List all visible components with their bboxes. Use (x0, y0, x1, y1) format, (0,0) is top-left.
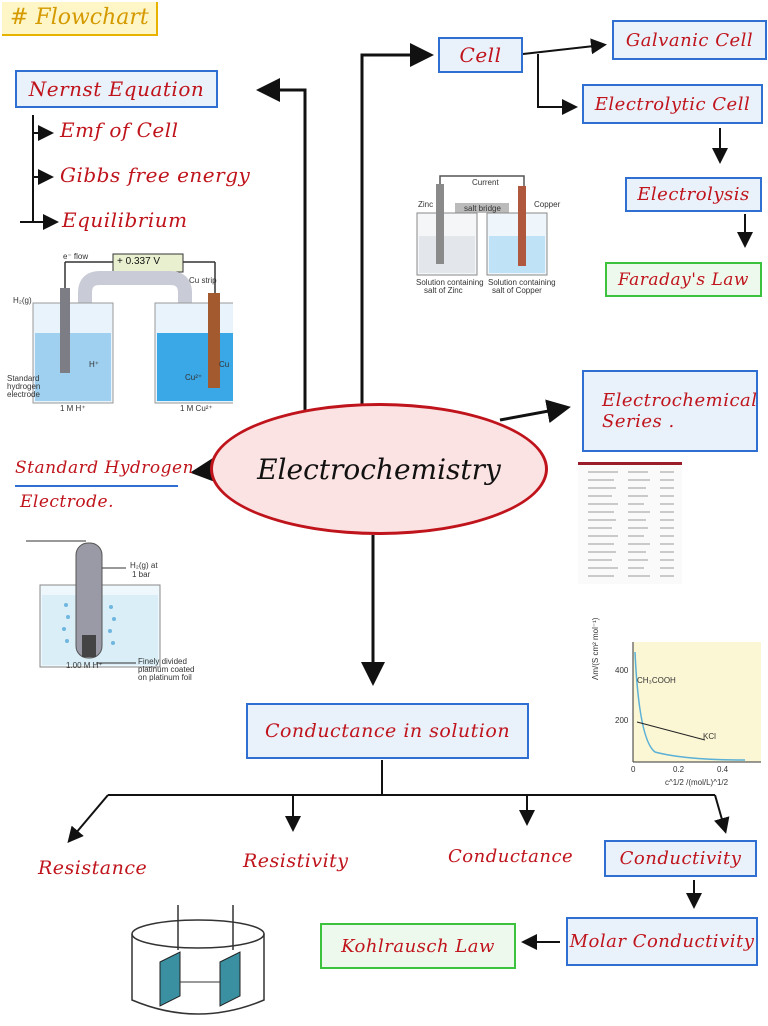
conductance-label: Conductance (448, 846, 574, 867)
arrow-to-series (499, 399, 571, 424)
she-h2-label: H₂(g) at (130, 561, 158, 570)
she-figure: H₂(g) at 1 bar 1.00 M H⁺ Finely divided … (26, 535, 216, 683)
molar-conductivity-title: Molar Conductivity (569, 931, 755, 952)
graph-xtick-02: 0.2 (673, 765, 685, 774)
graph-series-acetic: CH₃COOH (637, 676, 676, 685)
cu2-ion-label: Cu²⁺ (185, 373, 203, 382)
series-line2: Series . (602, 411, 675, 432)
series-line1: Electrochemical (602, 390, 758, 411)
hydrogen-label: hydrogen (7, 382, 41, 391)
nernst-equation-box: Nernst Equation (15, 70, 218, 108)
nernst-item-equilibrium: Equilibrium (62, 208, 188, 232)
graph-ytick-200: 200 (615, 716, 629, 725)
molar-conductivity-box: Molar Conductivity (566, 917, 758, 966)
electrode-label: electrode (7, 390, 40, 399)
conductivity-graph: Λm/(S cm² mol⁻¹) 400 200 0 0.2 0.4 c^1/2… (591, 618, 763, 792)
graph-series-kcl: KCl (703, 732, 716, 741)
she-conc-label: 1.00 M H⁺ (66, 661, 103, 670)
cu-label: Cu (219, 360, 230, 369)
center-topic-title: Electrochemistry (257, 452, 501, 486)
she-bar-label: 1 bar (132, 570, 151, 579)
nernst-equation-title: Nernst Equation (28, 77, 205, 101)
series-table-figure (578, 462, 682, 584)
copper-label: Copper (534, 200, 561, 209)
she-pt-line2: platinum coated (138, 665, 195, 674)
center-topic-ellipse: Electrochemistry (210, 403, 548, 535)
left-concentration: 1 M H⁺ (60, 404, 86, 413)
conductance-in-solution-box: Conductance in solution (246, 703, 529, 759)
graph-ytick-400: 400 (615, 666, 629, 675)
graph-xtick-04: 0.4 (717, 765, 729, 774)
cell-box: Cell (438, 37, 523, 73)
zinc-label: Zinc (418, 200, 434, 209)
electrolysis-title: Electrolysis (637, 184, 750, 205)
voltmeter-reading: + 0.337 V (117, 256, 161, 267)
standard-label: Standard (7, 374, 40, 383)
current-label: Current (472, 178, 499, 187)
hplus-ion-label: H⁺ (89, 360, 99, 369)
conductivity-title: Conductivity (619, 848, 742, 869)
sol-cu-line2: salt of Copper (492, 286, 542, 295)
electrochemical-series-box: Electrochemical Series . (582, 370, 758, 452)
she-title-line1: Standard Hydrogen (15, 458, 195, 478)
cell-title: Cell (459, 43, 502, 67)
graph-xlabel: c^1/2 /(mol/L)^1/2 (665, 778, 729, 787)
h2-gas-label: H₂(g) (13, 296, 32, 305)
electron-flow-label: e⁻ flow (63, 252, 89, 261)
right-concentration: 1 M Cu²⁺ (180, 404, 213, 413)
she-cell-figure: e⁻ flow + 0.337 V Cu strip H₂(g) Standar… (5, 248, 236, 413)
kohlrausch-law-title: Kohlrausch Law (341, 935, 495, 957)
faraday-law-title: Faraday's Law (618, 269, 749, 290)
daniell-cell-figure: Current Zinc Copper salt bridge Solution… (412, 168, 567, 298)
conductivity-box: Conductivity (604, 840, 757, 877)
flowchart-tag: # Flowchart (2, 2, 158, 36)
nernst-item-emf: Emf of Cell (60, 118, 179, 142)
graph-xtick-0: 0 (631, 765, 636, 774)
electrolytic-cell-box: Electrolytic Cell (582, 84, 763, 124)
she-pt-line1: Finely divided (138, 657, 187, 666)
conductance-in-solution-title: Conductance in solution (264, 720, 511, 742)
conductivity-cell-figure (128, 900, 268, 1022)
resistance-label: Resistance (38, 857, 148, 879)
kohlrausch-law-box: Kohlrausch Law (320, 923, 516, 969)
resistivity-label: Resistivity (243, 850, 349, 872)
arrow-to-cell (360, 43, 434, 420)
nernst-item-gibbs: Gibbs free energy (60, 163, 251, 187)
electrolytic-cell-title: Electrolytic Cell (594, 93, 751, 115)
she-title-line2: Electrode. (20, 492, 114, 512)
sol-zinc-line2: salt of Zinc (424, 286, 463, 295)
galvanic-cell-title: Galvanic Cell (625, 29, 754, 51)
sol-zinc-line1: Solution containing (416, 278, 484, 287)
arrow-to-nernst (256, 78, 307, 415)
electrolysis-box: Electrolysis (625, 177, 762, 212)
galvanic-cell-box: Galvanic Cell (612, 20, 767, 60)
graph-ylabel: Λm/(S cm² mol⁻¹) (591, 617, 600, 680)
she-pt-line3: on platinum foil (138, 673, 192, 682)
cu-strip-label: Cu strip (189, 276, 217, 285)
faraday-law-box: Faraday's Law (605, 262, 762, 297)
salt-bridge-label: salt bridge (464, 204, 501, 213)
sol-cu-line1: Solution containing (488, 278, 556, 287)
